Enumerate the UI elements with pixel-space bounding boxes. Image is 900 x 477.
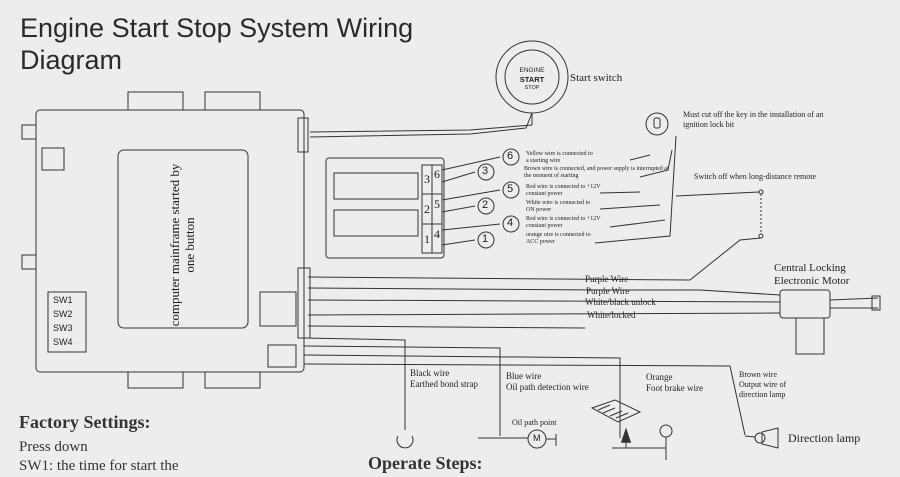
start-switch-inner <box>504 49 560 105</box>
page-title: Engine Start Stop System Wiring Diagram <box>20 13 414 75</box>
wire-num-1: 1 <box>482 233 489 245</box>
wire-num-5: 5 <box>507 183 514 195</box>
wire-text-2: White wire is connected to ON power <box>526 200 591 213</box>
start-button-line1: ENGINE <box>519 67 545 74</box>
orange-wire-label: Orange Foot brake wire <box>646 372 703 394</box>
wire-text-6: Yellow wire is connected to a starting w… <box>526 151 593 164</box>
start-button-line2: START <box>519 75 545 84</box>
inner-square <box>41 147 65 171</box>
start-switch-button: ENGINE START STOP <box>514 66 550 93</box>
connector-inner <box>333 172 419 200</box>
connector-pin-1: 1 <box>424 232 430 246</box>
side-notch <box>21 124 37 140</box>
connector-inner <box>333 209 419 237</box>
mainframe-label: computer mainframe started by one button <box>167 163 197 327</box>
remote-note: Switch off when long-distance remote <box>694 172 817 181</box>
mainframe-panel <box>117 149 249 329</box>
direction-lamp-symbol <box>761 427 779 449</box>
factory-settings-line1: Press down <box>19 439 88 455</box>
black-wire-label: Black wire Earthed bond strap <box>410 368 478 390</box>
brown-wire-line2: Output wire of <box>739 380 787 389</box>
black-wire-line1: Black wire <box>410 368 450 378</box>
sw2-label: SW2 <box>53 309 73 319</box>
brown-wire-line1: Brown wire <box>739 370 777 379</box>
factory-settings-heading: Factory Settings: <box>19 412 151 432</box>
brake-pedal <box>590 399 642 423</box>
wire-text-4: Red wire is connected to +12V constant p… <box>526 216 601 229</box>
lock-motor-body <box>779 289 831 319</box>
blue-wire-line1: Blue wire <box>506 371 542 381</box>
connector-housing <box>325 157 445 259</box>
brown-wire-line3: direction lamp <box>739 390 786 399</box>
central-locking-label: Central Locking Electronic Motor <box>774 262 850 287</box>
key-note: Must cut off the key in the installation… <box>683 110 824 129</box>
brown-wire-label: Brown wire Output wire of direction lamp <box>739 370 786 400</box>
ignition-key-symbol <box>645 112 669 136</box>
inner-square <box>267 344 297 368</box>
side-connector <box>297 117 309 153</box>
bus-wire-label: Purple Wire <box>586 286 630 296</box>
orange-wire-line1: Orange <box>646 372 673 382</box>
start-switch-cable <box>309 113 533 133</box>
connector-pin-4: 4 <box>434 227 440 241</box>
connector-pin-5: 5 <box>434 197 440 211</box>
sw-label-list: SW1 SW2 SW3 SW4 <box>53 293 73 349</box>
mount-tab <box>127 91 184 111</box>
sw1-label: SW1 <box>53 295 73 305</box>
blue-wire-line2: Oil path detection wire <box>506 382 589 392</box>
sw-box <box>47 291 87 353</box>
mount-tab <box>204 91 261 111</box>
wire-num-4: 4 <box>507 217 514 229</box>
start-button-line3: STOP <box>524 85 540 91</box>
orange-wire-line2: Foot brake wire <box>646 383 703 393</box>
connector-pin-2: 2 <box>424 202 430 216</box>
bus-wire-label: White/black unlock <box>585 297 656 307</box>
direction-lamp-label: Direction lamp <box>788 431 861 445</box>
wire-num-2: 2 <box>482 199 489 211</box>
inner-square <box>259 291 297 327</box>
sw4-label: SW4 <box>53 337 73 347</box>
mount-tab <box>127 371 184 389</box>
bus-wire-label: White/locked <box>587 310 636 320</box>
wire-text-5: Red wire is connected to +12V constant p… <box>526 184 601 197</box>
factory-settings-line2: SW1: the time for start the <box>19 458 179 474</box>
side-notch <box>21 254 37 270</box>
wire-text-3: Brown wire is connected, and power suppl… <box>524 166 669 179</box>
connector-pin-3: 3 <box>424 172 430 186</box>
oil-path-point-label: Oil path point <box>512 418 557 427</box>
operate-steps-heading: Operate Steps: <box>368 453 483 473</box>
wire-num-6: 6 <box>507 150 514 162</box>
sw3-label: SW3 <box>53 323 73 333</box>
wire-text-1: orange oire is connected to ACC power <box>526 232 591 245</box>
start-switch-label: Start switch <box>570 72 623 84</box>
bus-wire-label: Purple Wire <box>585 274 629 284</box>
oil-motor-letter: M <box>533 433 541 443</box>
blue-wire-label: Blue wire Oil path detection wire <box>506 371 589 393</box>
connector-pin-6: 6 <box>434 167 440 181</box>
black-wire-line2: Earthed bond strap <box>410 379 478 389</box>
wire-num-3: 3 <box>482 165 489 177</box>
mount-tab <box>204 371 261 389</box>
